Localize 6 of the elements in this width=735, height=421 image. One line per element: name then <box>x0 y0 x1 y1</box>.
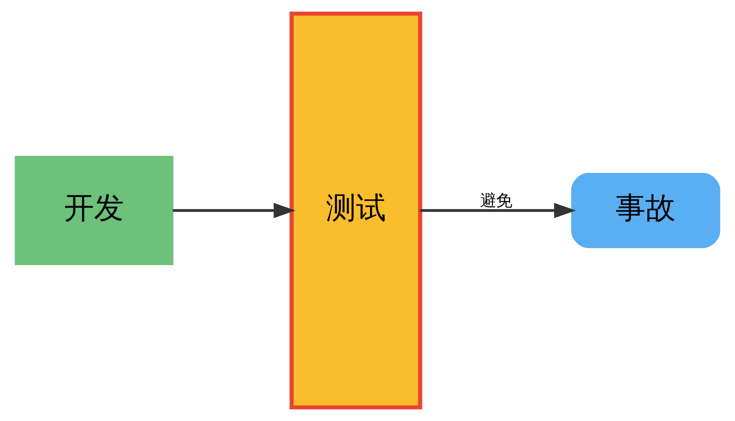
node-box: 开发 <box>14 156 174 266</box>
node-box: 事故 <box>571 172 720 248</box>
node-box: 测试 <box>290 12 422 410</box>
arrow <box>420 202 576 218</box>
edge-label: 避免 <box>480 190 512 210</box>
arrow <box>172 202 296 218</box>
